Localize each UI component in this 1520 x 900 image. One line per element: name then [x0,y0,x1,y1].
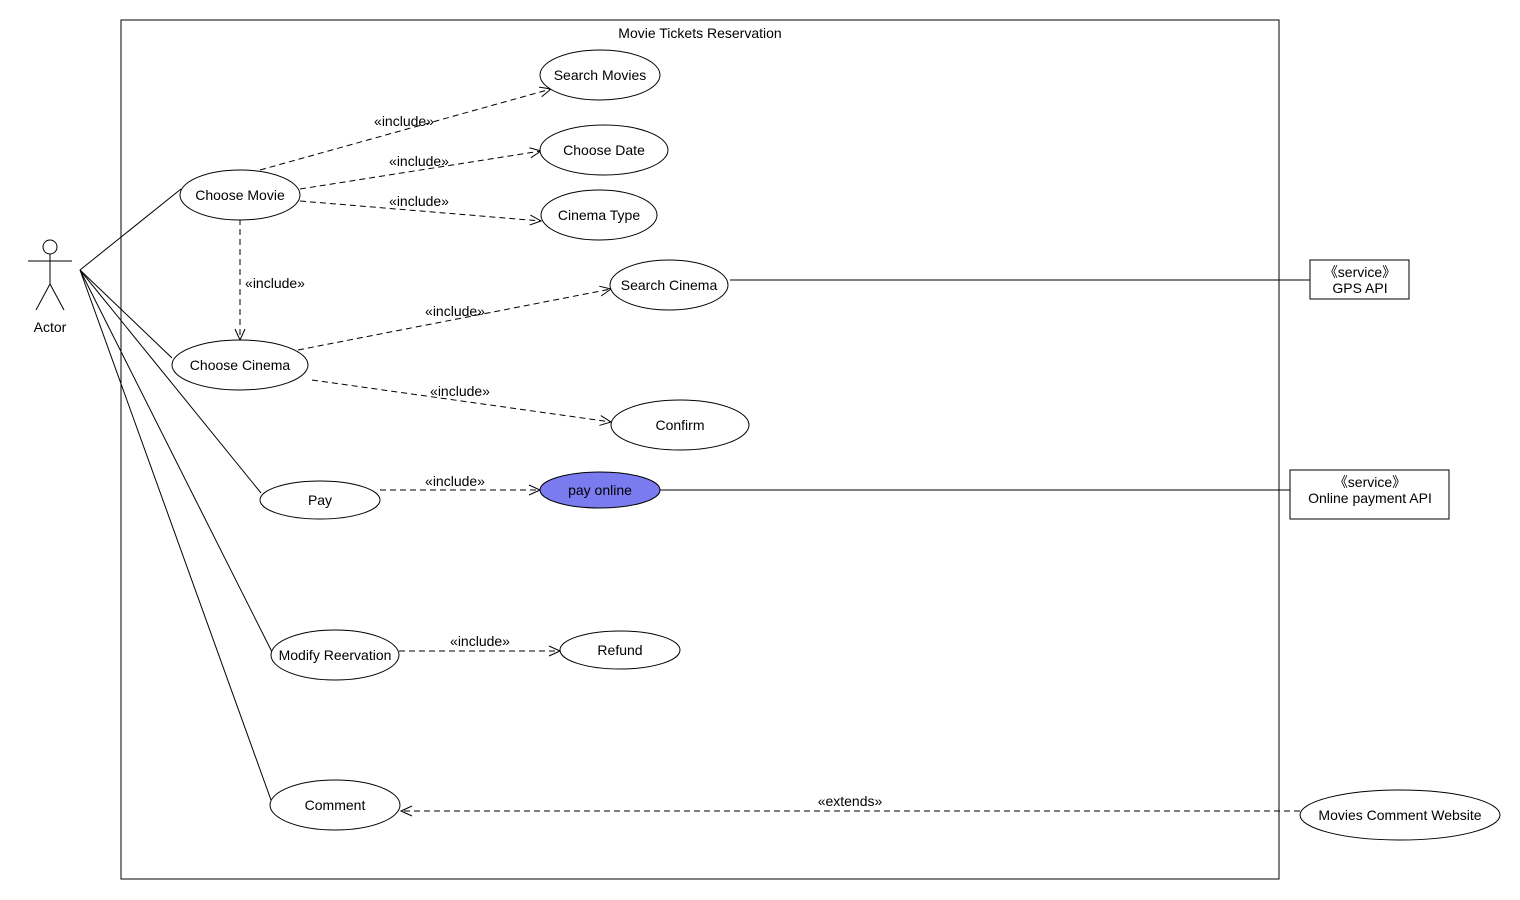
system-title: Movie Tickets Reservation [618,25,781,41]
include-label: «include» [425,303,485,319]
use-case-ellipse [269,779,401,831]
use-case-refund[interactable]: Refund [559,630,681,670]
system-boundary [120,19,1280,880]
include-label: «include» [245,275,305,291]
use-case-label: Modify Reervation [279,647,392,663]
dependency-edges [234,86,1300,817]
use-case-search-movies[interactable]: Search Movies [539,49,661,101]
include-label: «include» [389,153,449,169]
use-case-label: Search Movies [554,67,647,83]
assoc-modify-reservation [79,269,273,653]
actor-head [42,239,58,255]
service-stereotype: 《service》 [1334,474,1406,490]
service-name: GPS API [1332,280,1387,296]
use-case-label: Comment [305,797,366,813]
use-case-cinema-type[interactable]: Cinema Type [540,189,658,241]
edge-choosecinema-confirm [311,379,613,426]
use-case-label: Choose Movie [195,187,285,203]
use-case-choose-date[interactable]: Choose Date [539,124,669,176]
use-case-confirm[interactable]: Confirm [610,399,750,451]
use-case-ellipse [259,480,381,520]
use-case-label: pay online [568,482,632,498]
use-case-label: Choose Cinema [190,357,291,373]
use-case-search-cinema[interactable]: Search Cinema [609,259,729,311]
use-case-modify-reservation[interactable]: Modify Reervation [270,629,400,681]
use-case-pay-online[interactable]: pay online [539,471,661,509]
use-case-ellipse [610,399,750,451]
edge-choosemovie-searchmovies [259,86,553,171]
use-case-ellipse [540,189,658,241]
assoc-comment [79,269,272,801]
actor-figure[interactable]: Actor [28,239,72,335]
relation-labels: «include» «include» «include» «include» … [245,113,882,809]
use-case-ellipse [609,259,729,311]
movies-comment-website[interactable]: Movies Comment Website [1299,789,1501,841]
use-case-ellipse [539,49,661,101]
edge-choosecinema-searchcinema [297,285,613,351]
service-stereotype: 《service》 [1324,264,1396,280]
use-case-pay[interactable]: Pay [259,480,381,520]
actor-associations [79,188,273,801]
gps-api-service[interactable]: 《service》 GPS API [1309,259,1410,300]
include-label: «include» [430,383,490,399]
online-payment-api-service[interactable]: 《service》 Online payment API [1289,469,1450,520]
service-name: Online payment API [1308,490,1432,506]
assoc-pay [79,269,262,494]
include-label: «include» [450,633,510,649]
use-case-choose-movie[interactable]: Choose Movie [179,169,301,221]
use-case-label: Refund [597,642,642,658]
actor-right-leg [49,283,65,311]
use-case-label: Search Cinema [621,277,718,293]
use-case-ellipse [179,169,301,221]
use-case-ellipse [539,124,669,176]
use-case-label: Confirm [655,417,704,433]
use-case-choose-cinema[interactable]: Choose Cinema [171,339,309,391]
include-label: «include» [389,193,449,209]
use-case-ellipse [171,339,309,391]
extends-label: «extends» [818,793,883,809]
edge-choosemovie-choosedate [299,147,543,190]
use-case-ellipse [270,629,400,681]
use-case-label: Choose Date [563,142,645,158]
assoc-choose-cinema [79,269,173,359]
use-case-label: Cinema Type [558,207,640,223]
external-label: Movies Comment Website [1318,807,1481,823]
service-box [1289,469,1450,520]
external-ellipse [1299,789,1501,841]
assoc-choose-movie [79,188,182,271]
use-case-ellipse [559,630,681,670]
edge-choosemovie-cinematype [299,200,543,226]
actor-left-leg [35,283,51,311]
actor-label: Actor [34,319,67,335]
include-label: «include» [374,113,434,129]
use-case-comment[interactable]: Comment [269,779,401,831]
service-box [1309,259,1410,300]
include-label: «include» [425,473,485,489]
use-case-label: Pay [308,492,332,508]
